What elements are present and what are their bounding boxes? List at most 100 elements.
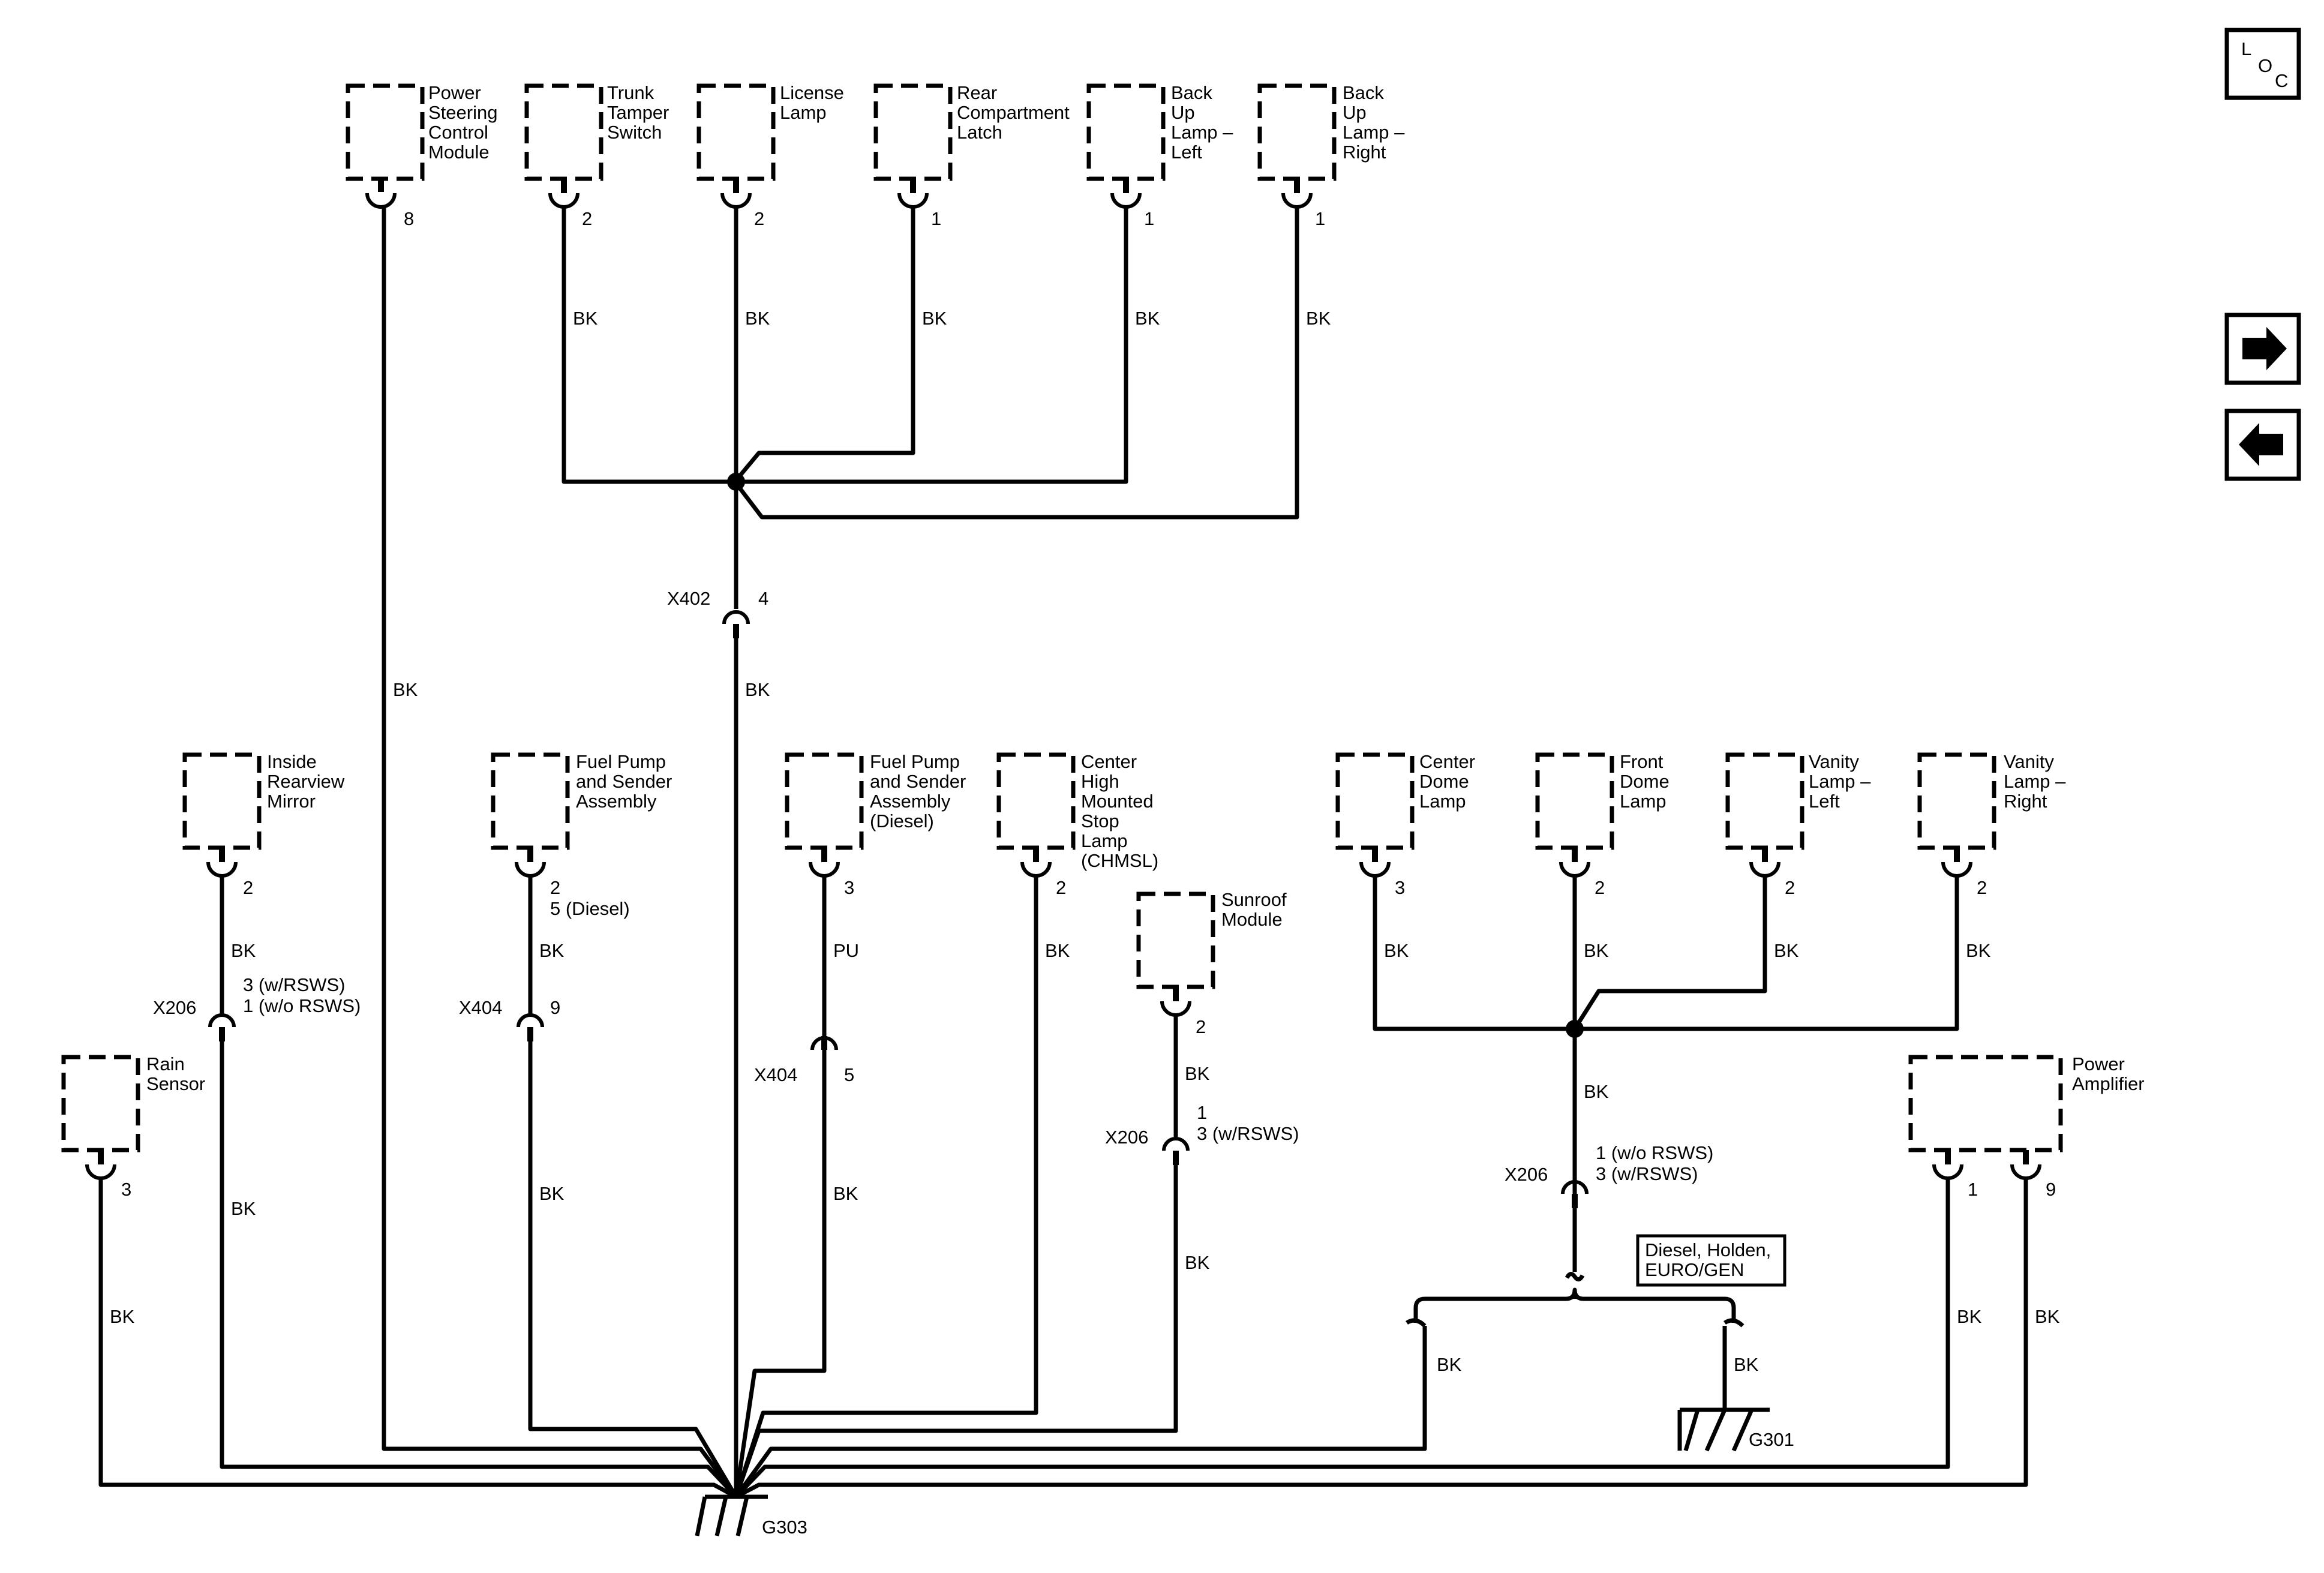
wire-bk: BK bbox=[1384, 940, 1409, 961]
svg-text:Diesel, Holden,: Diesel, Holden, bbox=[1645, 1239, 1771, 1260]
svg-text:Dome: Dome bbox=[1419, 771, 1469, 792]
wire-fuel-pump-to-g303 bbox=[528, 1041, 738, 1498]
loc-button[interactable]: L O C bbox=[2224, 28, 2301, 100]
svg-text:Steering: Steering bbox=[428, 102, 497, 123]
trunk-tamper-switch: Trunk Tamper Switch bbox=[524, 82, 669, 181]
pin-sunroof: 2 bbox=[1196, 1016, 1206, 1037]
wire-bk: BK bbox=[2035, 1306, 2060, 1327]
pin-chmsl: 2 bbox=[1056, 877, 1066, 898]
wire-bk: BK bbox=[833, 1183, 858, 1204]
svg-text:Right: Right bbox=[1343, 142, 1386, 163]
wire-mirror-to-g303 bbox=[220, 1041, 738, 1499]
wire-amp-9-to-g303 bbox=[735, 1178, 2028, 1499]
svg-text:Rain: Rain bbox=[146, 1053, 185, 1074]
wire-bk: BK bbox=[573, 308, 598, 329]
svg-text:Trunk: Trunk bbox=[607, 82, 654, 103]
fuel-pump-sender-assembly-diesel: Fuel Pump and Sender Assembly (Diesel) bbox=[785, 751, 966, 850]
wire-rain-sensor-to-g303 bbox=[98, 1178, 737, 1499]
wire-bk: BK bbox=[745, 679, 770, 700]
svg-text:and Sender: and Sender bbox=[870, 771, 966, 792]
center-dome-lamp: Center Dome Lamp bbox=[1335, 751, 1475, 850]
svg-text:Lamp: Lamp bbox=[1081, 830, 1128, 851]
wire-fuel-diesel-to-g303 bbox=[734, 1050, 827, 1497]
arrow-right-icon bbox=[2242, 327, 2287, 370]
pin-backup-right: 1 bbox=[1315, 208, 1325, 229]
wire-bk: BK bbox=[1045, 940, 1070, 961]
wire-break bbox=[1406, 1318, 1427, 1328]
svg-text:Compartment: Compartment bbox=[957, 102, 1070, 123]
svg-text:Latch: Latch bbox=[957, 122, 1002, 143]
pin-power-steering: 8 bbox=[404, 208, 414, 229]
wire-bk: BK bbox=[1966, 940, 1991, 961]
connector-x402-label: X402 bbox=[667, 588, 710, 609]
connector-x404-diesel bbox=[810, 1036, 838, 1050]
svg-text:Control: Control bbox=[428, 122, 488, 143]
next-page-button[interactable] bbox=[2224, 313, 2301, 385]
pin-vanity-right: 2 bbox=[1977, 877, 1987, 898]
svg-text:Power: Power bbox=[428, 82, 481, 103]
license-lamp: License Lamp bbox=[696, 82, 844, 181]
svg-text:Inside: Inside bbox=[267, 751, 317, 772]
wire-bk: BK bbox=[745, 308, 770, 329]
top-terminals bbox=[365, 179, 1313, 209]
front-dome-lamp: Front Dome Lamp bbox=[1535, 751, 1670, 850]
pin-backup-left: 1 bbox=[1144, 208, 1154, 229]
wire-bk: BK bbox=[1437, 1354, 1462, 1375]
wire-power-steering bbox=[382, 207, 738, 1499]
wire-bk: BK bbox=[231, 940, 256, 961]
svg-text:EURO/GEN: EURO/GEN bbox=[1645, 1259, 1744, 1280]
connector-x404-label: X404 bbox=[459, 997, 502, 1018]
svg-text:Vanity: Vanity bbox=[1809, 751, 1859, 772]
svg-text:Module: Module bbox=[428, 142, 490, 163]
vanity-lamp-right: Vanity Lamp – Right bbox=[1917, 751, 2066, 850]
connector-x206-pin: 3 (w/RSWS) bbox=[243, 974, 346, 995]
wire-sunroof-to-g303 bbox=[734, 1165, 1178, 1498]
wire-bk: BK bbox=[110, 1306, 135, 1327]
svg-text:Rearview: Rearview bbox=[267, 771, 345, 792]
svg-text:High: High bbox=[1081, 771, 1119, 792]
connector-x206-dome bbox=[1561, 1180, 1589, 1208]
svg-text:Rear: Rear bbox=[957, 82, 997, 103]
pin-vanity-left: 2 bbox=[1785, 877, 1795, 898]
svg-text:Vanity: Vanity bbox=[2004, 751, 2054, 772]
svg-text:Front: Front bbox=[1620, 751, 1664, 772]
svg-text:Power: Power bbox=[2072, 1053, 2125, 1074]
wire-amp-1-to-g303 bbox=[734, 1178, 1950, 1499]
pin-trunk-tamper: 2 bbox=[582, 208, 592, 229]
pin-inside-mirror: 2 bbox=[243, 877, 253, 898]
wire-bk: BK bbox=[539, 1183, 565, 1204]
previous-page-button[interactable] bbox=[2224, 409, 2301, 481]
svg-text:Sensor: Sensor bbox=[146, 1073, 205, 1094]
svg-text:Fuel Pump: Fuel Pump bbox=[870, 751, 960, 772]
svg-text:Sunroof: Sunroof bbox=[1221, 889, 1287, 910]
connector-x404-label: X404 bbox=[754, 1064, 797, 1085]
svg-text:Switch: Switch bbox=[607, 122, 662, 143]
svg-text:Tamper: Tamper bbox=[607, 102, 669, 123]
wire-bk: BK bbox=[1185, 1063, 1210, 1084]
svg-text:C: C bbox=[2275, 70, 2288, 91]
svg-text:Amplifier: Amplifier bbox=[2072, 1073, 2145, 1094]
rain-sensor: Rain Sensor bbox=[61, 1053, 205, 1152]
svg-text:Mounted: Mounted bbox=[1081, 791, 1154, 812]
svg-text:Stop: Stop bbox=[1081, 810, 1119, 831]
connector-x402 bbox=[722, 610, 750, 638]
ground-g303-symbol bbox=[695, 1494, 768, 1536]
ground-g301-label: G301 bbox=[1749, 1429, 1794, 1450]
svg-text:Lamp –: Lamp – bbox=[1171, 122, 1233, 143]
connector-x206-mirror bbox=[208, 1013, 236, 1041]
back-up-lamp-left: Back Up Lamp – Left bbox=[1086, 82, 1233, 181]
arrow-left-icon bbox=[2239, 423, 2283, 466]
wire-bk: BK bbox=[1306, 308, 1331, 329]
rear-compartment-latch: Rear Compartment Latch bbox=[873, 82, 1070, 181]
svg-text:Right: Right bbox=[2004, 791, 2047, 812]
svg-text:Lamp: Lamp bbox=[780, 102, 827, 123]
pin-amp-1: 1 bbox=[1968, 1179, 1978, 1200]
connector-x206-pin: 1 (w/o RSWS) bbox=[243, 995, 361, 1016]
dome-vanity-wires bbox=[1373, 876, 1959, 1194]
connector-x206-sunroof bbox=[1162, 1137, 1190, 1165]
svg-text:(Diesel): (Diesel) bbox=[870, 810, 934, 831]
svg-text:Back: Back bbox=[1171, 82, 1212, 103]
connector-x402-pin: 4 bbox=[758, 588, 768, 609]
wire-bk: BK bbox=[1185, 1252, 1210, 1273]
